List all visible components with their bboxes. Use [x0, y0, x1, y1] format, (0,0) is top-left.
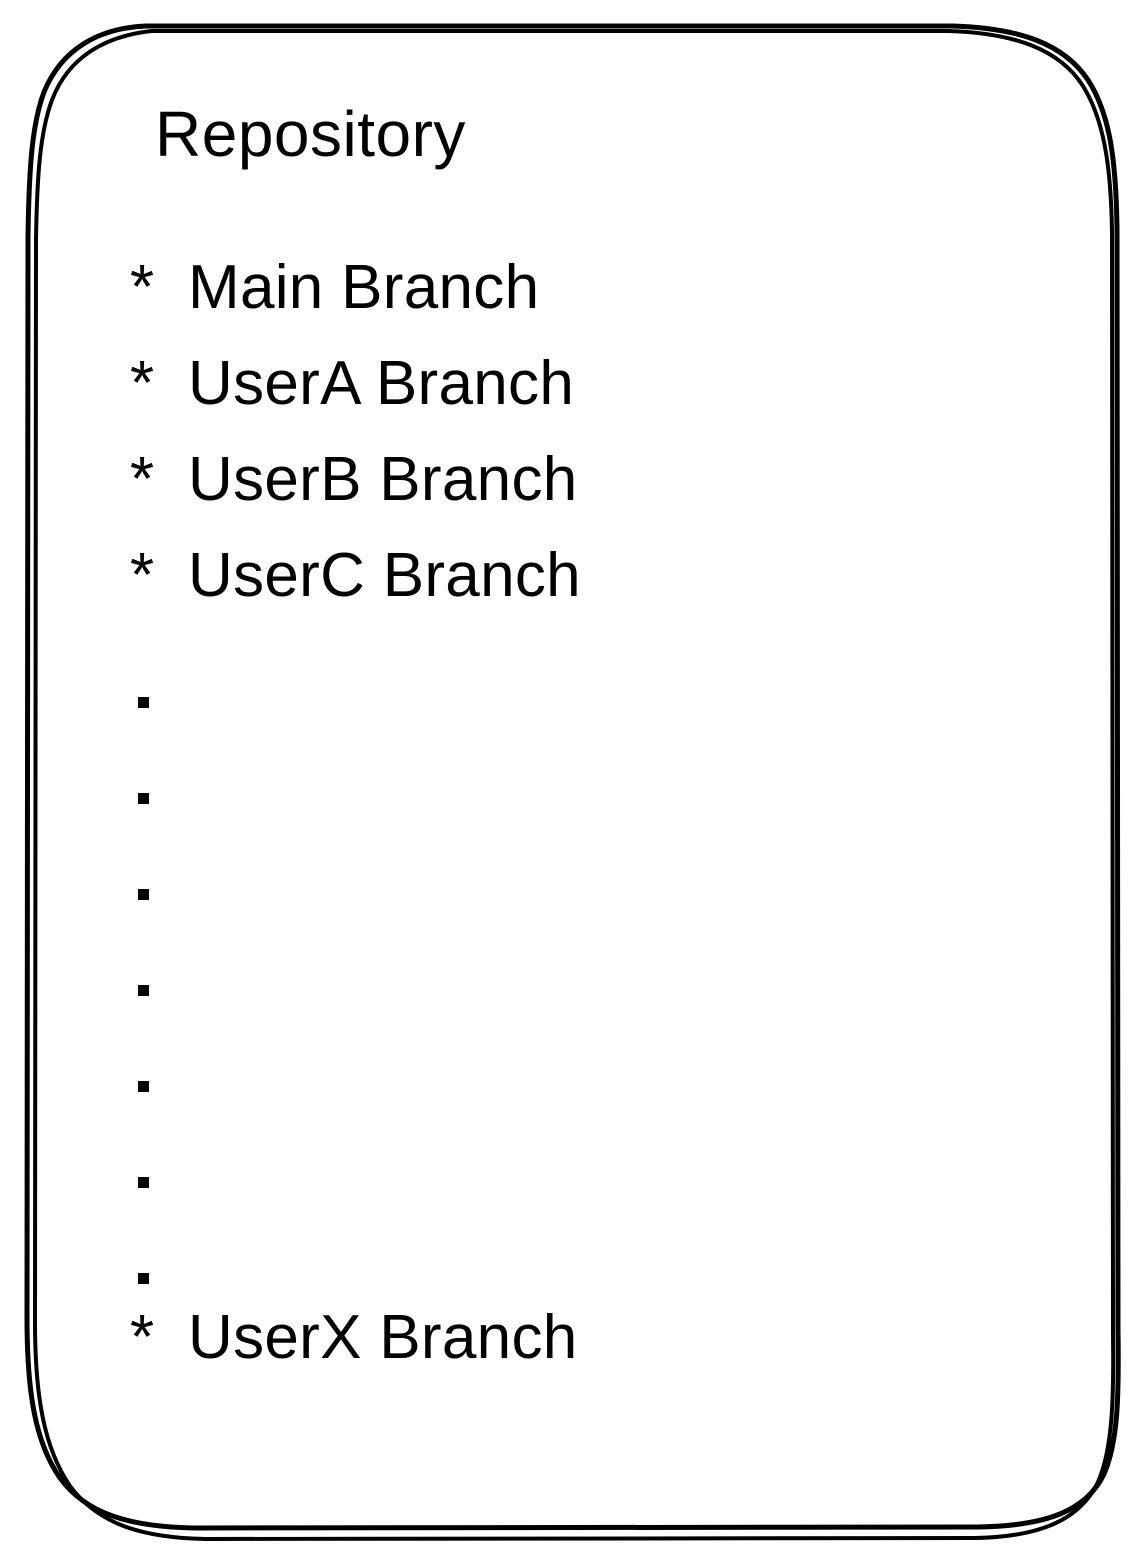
- ellipsis-dot-icon: [138, 697, 149, 708]
- branch-list-bottom: * UserX Branch: [130, 1302, 1030, 1398]
- bullet-asterisk-icon: *: [130, 1303, 155, 1372]
- list-item[interactable]: * Main Branch: [130, 252, 1030, 348]
- list-item[interactable]: * UserA Branch: [130, 348, 1030, 444]
- ellipsis-dot-icon: [138, 793, 149, 804]
- bullet-asterisk-icon: *: [130, 541, 155, 610]
- bullet-asterisk-icon: *: [130, 445, 155, 514]
- ellipsis-row: [130, 1074, 250, 1170]
- branch-label: Main Branch: [188, 253, 540, 322]
- list-item[interactable]: * UserX Branch: [130, 1302, 1030, 1398]
- list-item[interactable]: * UserB Branch: [130, 444, 1030, 540]
- branch-label: UserX Branch: [188, 1303, 578, 1372]
- ellipsis-row: [130, 1266, 250, 1362]
- ellipsis-row: [130, 882, 250, 978]
- list-item[interactable]: * UserC Branch: [130, 540, 1030, 636]
- branch-label: UserC Branch: [188, 541, 581, 610]
- ellipsis-dot-icon: [138, 1081, 149, 1092]
- ellipsis-dot-icon: [138, 985, 149, 996]
- branch-label: UserB Branch: [188, 445, 578, 514]
- ellipsis-row: [130, 786, 250, 882]
- bullet-asterisk-icon: *: [130, 349, 155, 418]
- vertical-ellipsis: [130, 690, 250, 1362]
- branch-label: UserA Branch: [188, 349, 575, 418]
- page-title: Repository: [155, 98, 466, 170]
- ellipsis-row: [130, 690, 250, 786]
- ellipsis-dot-icon: [138, 1273, 149, 1284]
- ellipsis-row: [130, 1170, 250, 1266]
- ellipsis-dot-icon: [138, 1177, 149, 1188]
- ellipsis-dot-icon: [138, 889, 149, 900]
- ellipsis-row: [130, 978, 250, 1074]
- branch-list-top: * Main Branch * UserA Branch * UserB Bra…: [130, 252, 1030, 636]
- bullet-asterisk-icon: *: [130, 253, 155, 322]
